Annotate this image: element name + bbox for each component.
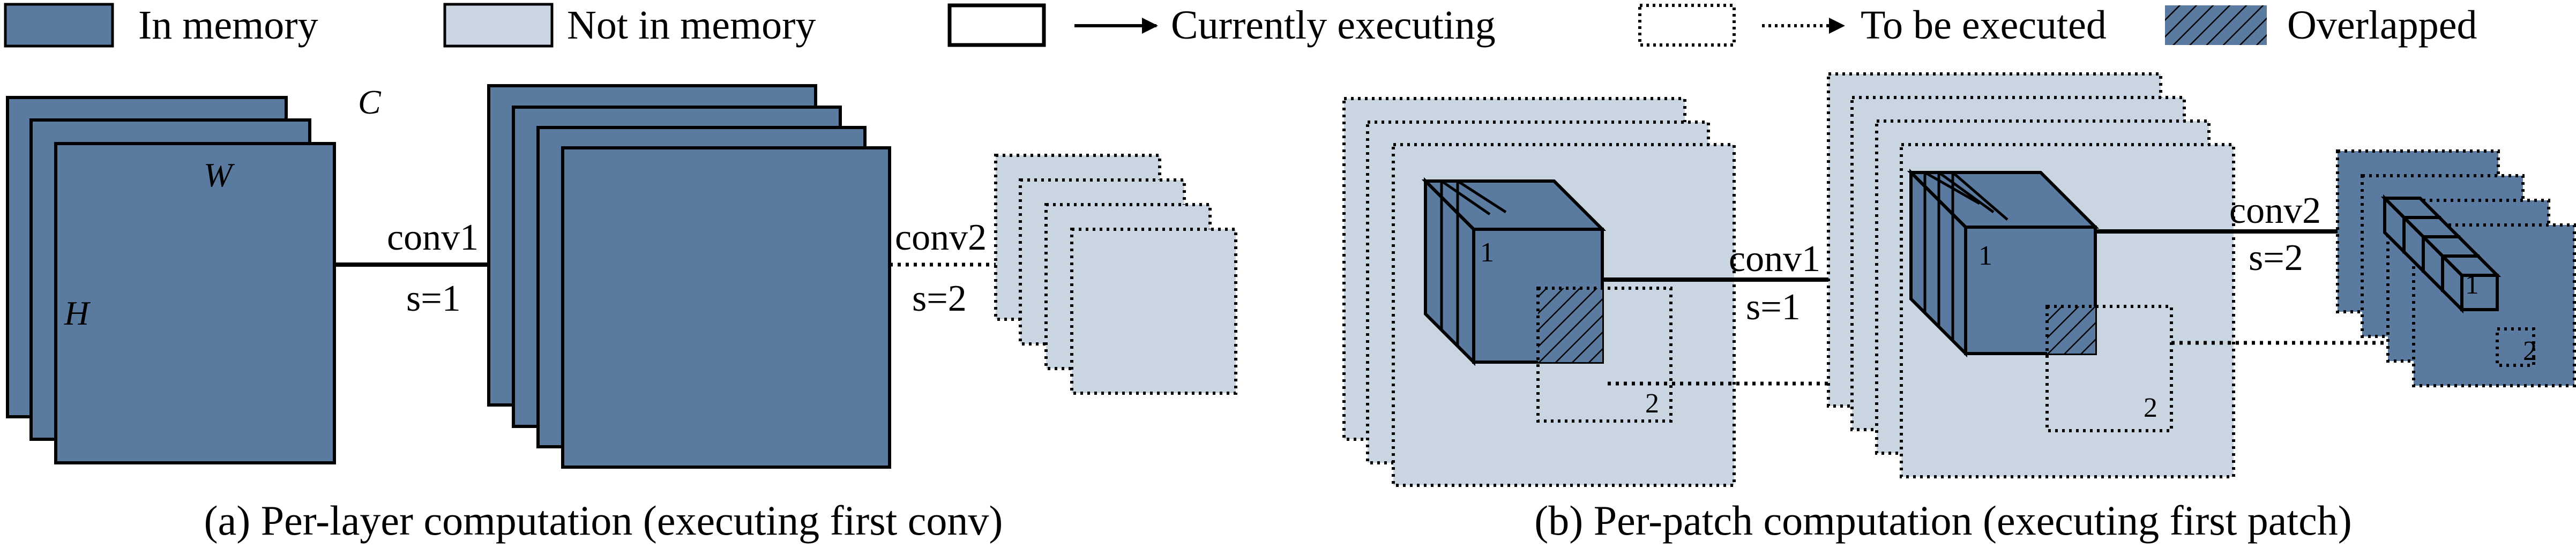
caption-b: (b) Per-patch computation (executing fir… <box>1534 497 2351 544</box>
dim-h-label: H <box>64 294 91 332</box>
legend-current-swatch <box>947 3 1046 47</box>
conv1-label: conv1 <box>387 217 479 258</box>
panel-a: C W H conv1 s=1 conv2 s=2 (a) Per-layer … <box>6 83 1237 544</box>
input-feature-map-stack <box>6 96 336 464</box>
dim-w-label: W <box>204 156 235 194</box>
legend-overlapped-swatch <box>2165 5 2267 45</box>
output-patch-stack <box>1827 72 2235 478</box>
b-conv2-stride: s=2 <box>2249 237 2303 279</box>
conv2-stride: s=2 <box>912 278 967 319</box>
legend-current-label: Currently executing <box>1171 3 1496 48</box>
dim-c-label: C <box>358 83 382 121</box>
legend-pending-swatch <box>1638 4 1736 47</box>
legend: In memory Not in memory Currently execut… <box>4 3 2477 48</box>
conv1-stride: s=1 <box>406 278 461 319</box>
b-conv2-label: conv2 <box>2229 190 2321 231</box>
output-feature-map-stack <box>487 84 891 469</box>
b-conv1-label: conv1 <box>1729 238 1820 280</box>
final-patch-1-cube <box>2380 194 2502 314</box>
final-patch-2-outline <box>2496 327 2535 367</box>
next-feature-map-stack <box>994 154 1237 395</box>
legend-in-memory-label: In memory <box>138 3 318 48</box>
legend-not-in-memory-swatch <box>443 3 554 48</box>
b-conv1-stride: s=1 <box>1746 287 1801 328</box>
input-patch-2-label: 2 <box>1645 388 1659 419</box>
output-patch-1-label: 1 <box>1978 241 1992 271</box>
legend-in-memory-swatch <box>4 3 114 48</box>
final-patch-2-label: 2 <box>2523 336 2537 366</box>
legend-not-in-memory-label: Not in memory <box>567 3 816 48</box>
conv2-label: conv2 <box>895 217 987 258</box>
final-patch-1-label: 1 <box>2465 269 2479 300</box>
output-patch-2-label: 2 <box>2144 393 2157 423</box>
input-patch-1-cube <box>1421 177 1607 366</box>
panel-b: 1 2 conv1 s=1 1 2 <box>1342 72 2576 544</box>
input-patch-1-label: 1 <box>1480 237 1494 268</box>
legend-pending-label: To be executed <box>1861 3 2107 48</box>
output-patch-1-cube <box>1907 168 2100 358</box>
legend-overlapped-label: Overlapped <box>2287 3 2477 48</box>
caption-a: (a) Per-layer computation (executing fir… <box>204 497 1003 544</box>
